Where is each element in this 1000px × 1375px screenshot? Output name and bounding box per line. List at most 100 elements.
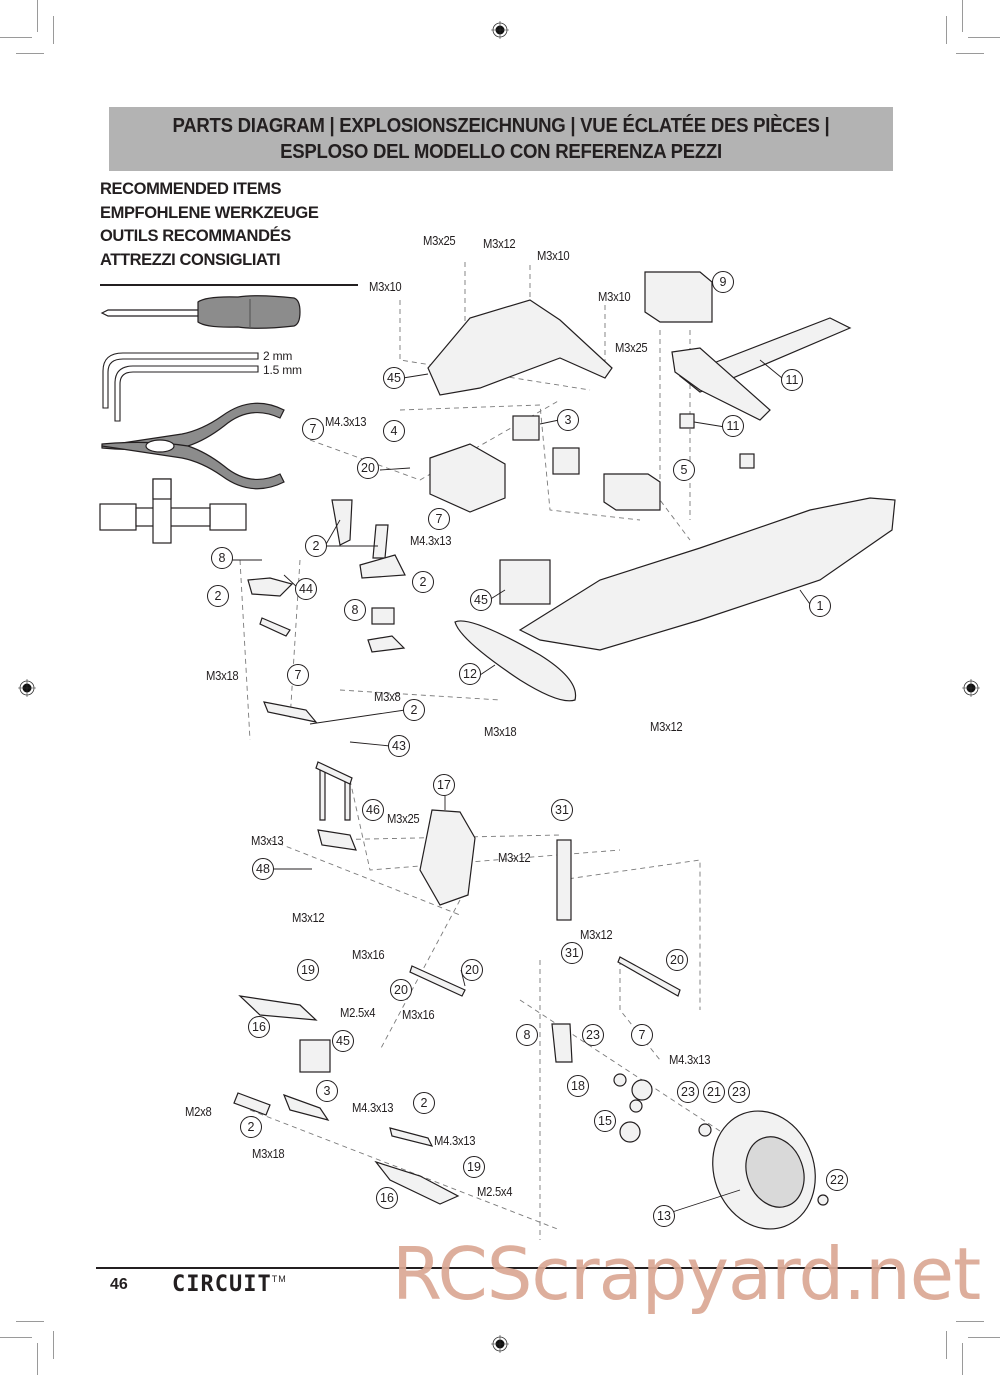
header-band	[109, 107, 893, 171]
top-plate	[427, 299, 613, 396]
crop-mark	[37, 1343, 38, 1375]
hex-wrench-label-1-5mm: 1.5 mm	[263, 363, 302, 377]
servo	[429, 443, 506, 513]
part-callout: 23	[677, 1081, 699, 1103]
crop-mark	[16, 53, 44, 54]
steering-post	[372, 524, 389, 559]
receiver	[644, 271, 713, 323]
recommended-items-heading: RECOMMENDED ITEMS EMPFOHLENE WERKZEUGE O…	[100, 178, 319, 272]
heading-fr: OUTILS RECOMMANDÉS	[100, 227, 291, 245]
part-callout: 2	[412, 571, 434, 593]
body-post	[344, 779, 351, 821]
part-callout: 43	[388, 735, 410, 757]
part-callout: 2	[207, 585, 229, 607]
part-callout: 31	[561, 942, 583, 964]
part-callout: 20	[666, 949, 688, 971]
hardware-label: M3x12	[580, 928, 613, 942]
page-title: PARTS DIAGRAM | EXPLOSIONSZEICHNUNG | VU…	[136, 113, 865, 165]
part-callout: 19	[463, 1156, 485, 1178]
front-bumper	[454, 620, 577, 702]
crop-mark	[16, 1321, 44, 1322]
crop-mark	[53, 1331, 54, 1359]
watermark: RCScrapyard.net	[392, 1232, 981, 1316]
bearing	[613, 1073, 627, 1087]
crop-mark	[0, 1337, 32, 1338]
part-callout: 31	[551, 799, 573, 821]
trademark: TM	[271, 1274, 287, 1284]
part-callout: 11	[781, 369, 803, 391]
shock-absorber	[556, 839, 572, 921]
part-callout: 13	[653, 1205, 675, 1227]
part-callout: 19	[297, 959, 319, 981]
brand-name: CIRCUIT	[172, 1272, 272, 1297]
part-callout: 20	[390, 979, 412, 1001]
registration-mark-icon	[491, 21, 509, 39]
part-callout: 45	[383, 367, 405, 389]
heading-de: EMPFOHLENE WERKZEUGE	[100, 203, 319, 222]
hardware-label: M3x16	[402, 1008, 435, 1022]
hardware-label: M3x8	[374, 690, 401, 704]
crop-mark	[956, 1321, 984, 1322]
hardware-label: M3x12	[483, 237, 516, 251]
hardware-label: M3x10	[537, 249, 570, 263]
footer-rule	[96, 1267, 896, 1269]
part-callout: 9	[712, 271, 734, 293]
hardware-label: M3x25	[387, 812, 420, 826]
body-mount-bar	[315, 761, 353, 785]
hex-wrench-icon	[102, 352, 259, 422]
part-callout: 21	[703, 1081, 725, 1103]
hardware-label: M3x25	[615, 341, 648, 355]
part-callout: 2	[305, 535, 327, 557]
crop-mark	[946, 1331, 947, 1359]
hardware-label: M3x25	[423, 234, 456, 248]
part-callout: 16	[376, 1187, 398, 1209]
servo-saver	[371, 607, 395, 625]
steering-bellcrank	[367, 635, 406, 653]
crop-mark	[0, 37, 32, 38]
registration-mark-icon	[491, 1335, 509, 1353]
body-mount	[317, 829, 357, 851]
hardware-label: M4.3x13	[410, 534, 452, 548]
brand-logo: CIRCUITTM	[172, 1272, 287, 1297]
heading-en: RECOMMENDED ITEMS	[100, 180, 282, 198]
servo-mount	[552, 447, 580, 475]
hardware-label: M2x8	[185, 1105, 212, 1119]
hardware-label: M3x18	[484, 725, 517, 739]
title-line-2: ESPLOSO DEL MODELLO CON REFERENZA PEZZI	[280, 141, 722, 163]
camber-link	[409, 965, 466, 997]
part-callout: 8	[211, 547, 233, 569]
axle-carrier	[619, 1121, 641, 1143]
pliers-icon	[101, 402, 285, 490]
steering-plate	[263, 701, 318, 723]
part-callout: 3	[557, 409, 579, 431]
part-callout: 20	[461, 959, 483, 981]
battery-spacer	[603, 473, 661, 511]
part-callout: 23	[728, 1081, 750, 1103]
part-callout: 12	[459, 663, 481, 685]
part-callout: 20	[357, 457, 379, 479]
crop-mark	[37, 0, 38, 32]
part-callout: 7	[428, 508, 450, 530]
divider	[100, 284, 358, 286]
hardware-label: M3x10	[598, 290, 631, 304]
wheel-rim	[745, 1136, 805, 1208]
hinge-brace	[389, 1127, 434, 1147]
bearing	[629, 1099, 643, 1113]
part-callout: 4	[383, 420, 405, 442]
wheel-nut	[698, 1123, 712, 1137]
hardware-label: M4.3x13	[325, 415, 367, 429]
part-callout: 11	[722, 415, 744, 437]
part-callout: 48	[252, 858, 274, 880]
part-callout: 22	[826, 1169, 848, 1191]
part-callout: 45	[470, 589, 492, 611]
crop-mark	[946, 16, 947, 44]
registration-mark-icon	[962, 679, 980, 697]
steering-rack	[359, 554, 406, 579]
battery-strap-mount	[671, 347, 771, 421]
hardware-label: M4.3x13	[434, 1134, 476, 1148]
part-callout: 45	[332, 1030, 354, 1052]
part-callout: 15	[594, 1110, 616, 1132]
screwdriver-icon	[100, 295, 301, 329]
part-callout: 46	[362, 799, 384, 821]
part-callout: 8	[516, 1024, 538, 1046]
